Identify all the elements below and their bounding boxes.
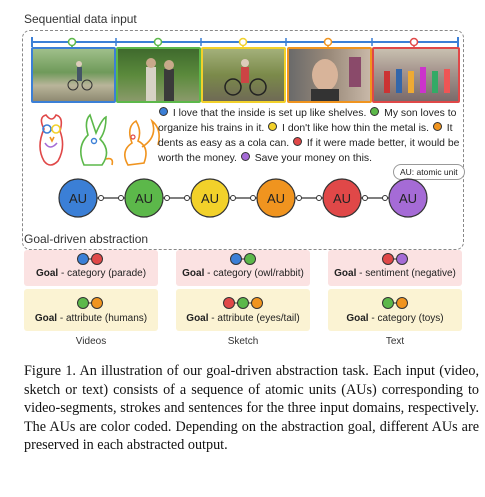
au-node-circle bbox=[58, 178, 98, 218]
au-chain: AU AU AU AU AU AU bbox=[58, 178, 428, 218]
au-node-circle bbox=[256, 178, 296, 218]
text-goal-top: Goal - sentiment (negative) bbox=[334, 268, 456, 279]
section-title-abstraction: Goal-driven abstraction bbox=[24, 232, 149, 246]
au-node-circle bbox=[322, 178, 362, 218]
au-link-knob bbox=[118, 195, 124, 201]
domain-label-videos: Videos bbox=[75, 336, 107, 347]
au-legend-note: AU: atomic unit bbox=[393, 164, 465, 180]
figure-caption: Figure 1. An illustration of our goal-dr… bbox=[24, 363, 479, 454]
au-link-knob bbox=[184, 195, 190, 201]
au-node-red: AU bbox=[322, 178, 362, 218]
video-frame-1 bbox=[31, 47, 116, 103]
text-goal-box-bottom bbox=[328, 289, 462, 331]
au-node-blue: AU bbox=[58, 178, 98, 218]
au-node-label: AU bbox=[333, 191, 351, 206]
purple-dot-icon bbox=[240, 152, 250, 161]
au-link-knob bbox=[382, 195, 388, 201]
sentence-4: It dents as easy as a cola can. bbox=[158, 123, 453, 149]
yellow-dot-icon bbox=[268, 122, 278, 131]
sentence-5: If it were made better, it would be wort… bbox=[158, 138, 460, 164]
videos-goal-box-top bbox=[24, 250, 158, 286]
au-node-orange: AU bbox=[256, 178, 296, 218]
au-node-circle bbox=[190, 178, 230, 218]
au-node-label: AU bbox=[69, 191, 87, 206]
sentence-2: My son loves to organize his trains in i… bbox=[158, 108, 457, 134]
video-timeline bbox=[31, 37, 459, 50]
text-goal-box-top bbox=[328, 250, 462, 286]
au-node-green: AU bbox=[124, 178, 164, 218]
blue-dot-icon bbox=[159, 107, 168, 116]
au-link-knob bbox=[296, 195, 302, 201]
sketch-goal-box-top bbox=[176, 250, 310, 286]
sketch-goal-top: Goal - category (owl/rabbit) bbox=[182, 268, 304, 279]
au-node-label: AU bbox=[135, 191, 153, 206]
sentence-6: Save your money on this. bbox=[254, 153, 372, 164]
red-dot-icon bbox=[293, 137, 303, 146]
au-node-circle bbox=[124, 178, 164, 218]
text-goal-bottom: Goal - category (toys) bbox=[346, 313, 444, 324]
section-title-input: Sequential data input bbox=[24, 12, 137, 26]
sketch-goal-bottom: Goal - attribute (eyes/tail) bbox=[186, 313, 300, 324]
sentence-3: I don't like how thin the metal is. bbox=[282, 123, 429, 134]
domain-label-sketch: Sketch bbox=[227, 336, 259, 347]
au-link-knob bbox=[98, 195, 104, 201]
green-dot-icon bbox=[370, 107, 380, 116]
videos-goal-top: Goal - category (parade) bbox=[35, 268, 147, 279]
domain-label-text: Text bbox=[385, 336, 405, 347]
au-node-yellow: AU bbox=[190, 178, 230, 218]
video-frame-2 bbox=[116, 47, 201, 103]
au-node-label: AU bbox=[267, 191, 285, 206]
au-node-purple: AU bbox=[388, 178, 428, 218]
owl-rabbit-sketch bbox=[39, 113, 160, 166]
videos-goal-box-bottom bbox=[24, 289, 158, 331]
orange-dot-icon bbox=[432, 122, 442, 131]
au-link-knob bbox=[362, 195, 368, 201]
sketch-goal-box-bottom bbox=[176, 289, 310, 331]
video-frame-3 bbox=[201, 47, 286, 103]
au-node-label: AU bbox=[201, 191, 219, 206]
sentence-1: I love that the inside is set up like sh… bbox=[172, 108, 367, 119]
au-link-knob bbox=[316, 195, 322, 201]
video-frame-5 bbox=[372, 47, 460, 103]
au-link-knob bbox=[164, 195, 170, 201]
videos-goal-bottom: Goal - attribute (humans) bbox=[34, 313, 148, 324]
au-link-knob bbox=[250, 195, 256, 201]
goal-dot-chains bbox=[77, 253, 408, 309]
au-node-circle bbox=[388, 178, 428, 218]
video-frame-4 bbox=[287, 47, 372, 103]
au-node-label: AU bbox=[399, 191, 417, 206]
review-text: I love that the inside is set up like sh… bbox=[158, 106, 463, 166]
au-link-knob bbox=[230, 195, 236, 201]
